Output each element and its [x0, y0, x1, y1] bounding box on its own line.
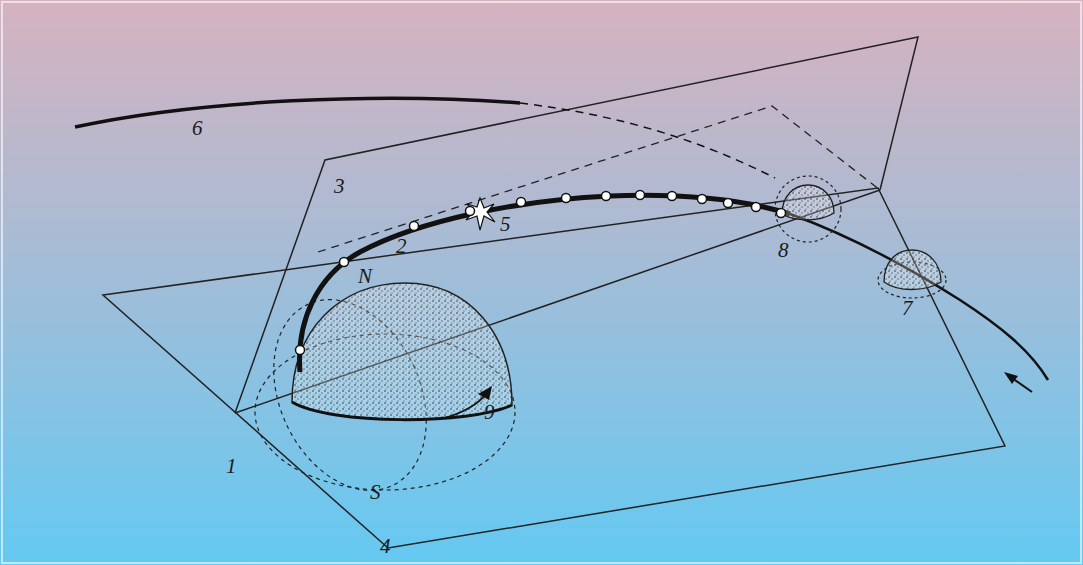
trajectory-marker	[602, 192, 611, 201]
callout-number: S	[370, 482, 381, 503]
trajectory-markers	[296, 191, 786, 355]
callout-number: N	[358, 266, 372, 287]
earth-orbit-hidden	[520, 103, 775, 178]
arrowhead	[1004, 372, 1018, 384]
callout-number: 8	[778, 240, 789, 261]
dashed-orbit	[775, 176, 841, 242]
trajectory	[300, 195, 790, 372]
trajectory-marker	[698, 195, 707, 204]
callout-number: 5	[500, 214, 511, 235]
callout-number: 2	[396, 236, 407, 257]
callout-number: 1	[226, 456, 237, 477]
moon-position	[884, 250, 941, 290]
direction-arrow	[1012, 378, 1032, 392]
trajectory-marker	[410, 222, 419, 231]
rotation-arrow	[445, 394, 486, 418]
trajectory-marker	[466, 207, 475, 216]
callout-number: 4	[380, 536, 391, 557]
trajectory-marker	[724, 199, 733, 208]
trajectory-marker	[752, 203, 761, 212]
callout-number: 9	[484, 402, 495, 423]
trajectory-marker	[562, 194, 571, 203]
trajectory-marker	[636, 191, 645, 200]
trajectory-marker	[340, 258, 349, 267]
trajectory-approach	[790, 214, 1048, 380]
hidden-edge	[318, 106, 880, 252]
moon	[292, 283, 512, 420]
moon-equator	[292, 402, 512, 420]
trajectory-marker	[668, 192, 677, 201]
callout-number: 7	[902, 298, 913, 319]
trajectory-marker	[777, 209, 786, 218]
moon-position	[782, 185, 834, 220]
callout-number: 3	[334, 176, 345, 197]
event-star	[466, 198, 495, 230]
arrowhead	[478, 386, 492, 400]
callout-number: 6	[192, 118, 203, 139]
trajectory-marker	[296, 346, 305, 355]
earth-orbit	[75, 98, 520, 127]
trajectory-marker	[517, 198, 526, 207]
ecliptic-plane	[103, 188, 1005, 548]
